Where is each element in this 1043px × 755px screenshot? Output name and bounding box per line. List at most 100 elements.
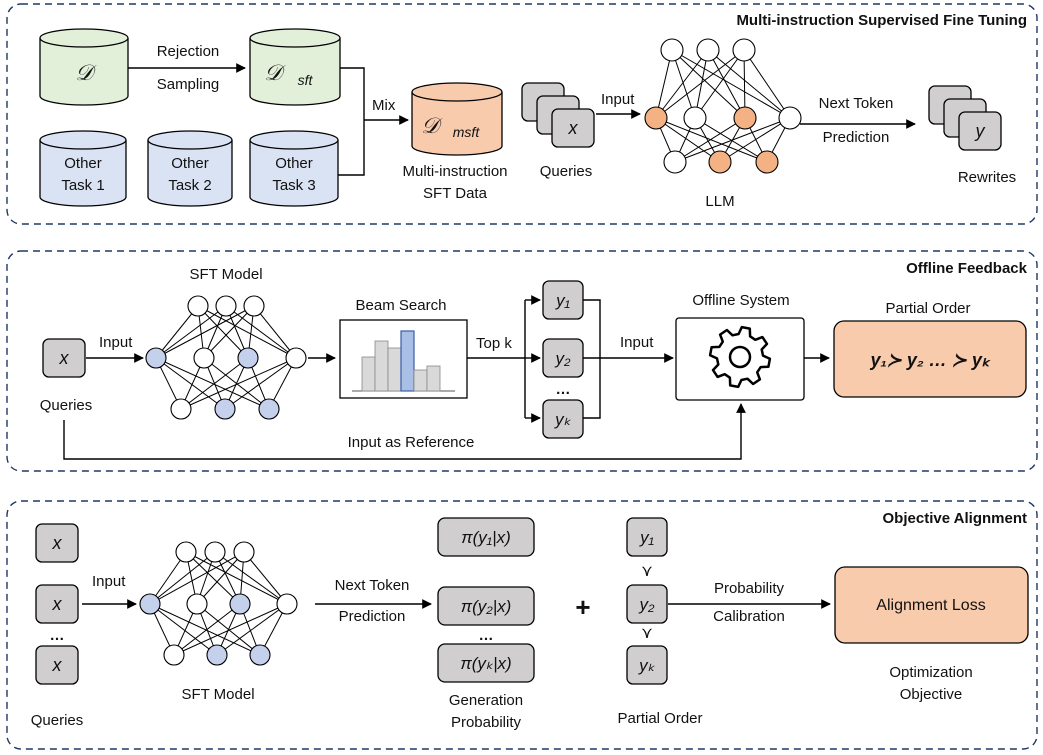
succ-sign-1: ⋎ (641, 563, 653, 580)
partial-order-expr: y₁≻ y₂ … ≻ yₖ (869, 350, 990, 370)
network-neuron (660, 38, 684, 62)
queries-label-1: Queries (540, 163, 593, 180)
prob-dots: … (479, 627, 494, 644)
query-box-2-x: x (59, 348, 70, 368)
opt-obj-label-1: Optimization (889, 664, 972, 681)
network-neuron (206, 644, 228, 666)
input-as-reference-label: Input as Reference (348, 434, 475, 451)
other-task-2-line1: Other (171, 155, 209, 172)
gear-outline (708, 325, 772, 389)
beam-bar-1 (361, 356, 376, 392)
query-box-3c (35, 645, 79, 685)
section-multi-instruction-sft: Multi-instruction Supervised Fine Tuning… (6, 3, 1038, 225)
query-box-2 (42, 338, 86, 378)
gear-icon (708, 325, 772, 389)
network-edge (180, 357, 297, 410)
network-neuron (708, 150, 732, 174)
network-edge (185, 551, 288, 605)
next-token-label-3b: Prediction (339, 608, 406, 625)
rejection-label-1: Rejection (157, 43, 220, 60)
beam-bar-2 (374, 340, 389, 392)
network-edge (180, 357, 249, 410)
other-task-1-line2: Task 1 (61, 177, 104, 194)
dataset-d-cylinder: 𝒟 (39, 28, 129, 106)
other-task-1-cylinder: Other Task 1 (39, 130, 127, 207)
prob-box-1 (437, 517, 535, 557)
prob-box-2 (437, 586, 535, 626)
query-box-3a-x: x (52, 533, 63, 553)
network-edge (155, 305, 199, 359)
network-edge (216, 603, 288, 656)
candidate-y2: y₂ (555, 349, 572, 368)
gen-prob-label-2: Probability (451, 714, 522, 731)
section2-border (6, 250, 1038, 472)
offline-system-box (675, 317, 805, 401)
sft-model-label-3: SFT Model (181, 686, 254, 703)
network-neuron (683, 106, 707, 130)
network-neuron (186, 593, 208, 615)
prob-1: π(y₁|x) (461, 528, 511, 547)
next-token-label-3a: Next Token (335, 577, 410, 594)
sft-model-label-2: SFT Model (189, 266, 262, 283)
network-edge (253, 305, 297, 359)
rewrite-stack: y (928, 85, 1002, 151)
network-edge (719, 117, 791, 163)
network-neuron (237, 347, 259, 369)
network-neuron (204, 541, 226, 563)
network-neuron (243, 295, 265, 317)
query-stack: x (521, 82, 595, 148)
succ-sign-2: ⋎ (641, 625, 653, 642)
next-token-label-1b: Prediction (823, 129, 890, 146)
gear-hub (728, 345, 752, 369)
other-task-2-line2: Task 2 (168, 177, 211, 194)
network-neuron (696, 38, 720, 62)
network-edge (149, 603, 261, 656)
network-edge (173, 603, 241, 656)
section1-title: Multi-instruction Supervised Fine Tuning (736, 12, 1027, 29)
offline-system-label: Offline System (692, 292, 789, 309)
network-edge (671, 49, 696, 119)
order-y2: y₂ (639, 595, 656, 614)
input-label-4: Input (92, 573, 126, 590)
network-edge (674, 117, 791, 163)
dataset-dsft-cylinder: 𝒟 sft (249, 28, 341, 106)
plus-sign: + (575, 592, 590, 622)
sft-network-3 (139, 541, 298, 666)
network-edge (707, 49, 746, 119)
network-edge (743, 49, 791, 119)
rejection-label-2: Sampling (157, 76, 220, 93)
prob-2: π(y₂|x) (461, 597, 512, 616)
msft-caption-1: Multi-instruction (402, 163, 507, 180)
dataset-dsft-main: 𝒟 (264, 60, 286, 85)
network-edge (655, 117, 721, 163)
network-edge (655, 49, 673, 119)
llm-network (644, 38, 802, 174)
query-box-3b-x: x (52, 594, 63, 614)
beam-bar-4 (400, 330, 415, 392)
network-edge (655, 49, 709, 119)
dataset-dmsft-sub: msft (453, 124, 481, 140)
rewrite-stack-y: y (974, 121, 986, 141)
network-edge (655, 49, 745, 119)
dataset-dmsft-cylinder: 𝒟 msft (411, 82, 503, 156)
order-y1-box (626, 517, 668, 557)
network-edge (173, 603, 288, 656)
beam-search-label: Beam Search (356, 297, 447, 314)
network-neuron (276, 593, 298, 615)
section1-border (6, 3, 1038, 225)
candidate-yk-box (542, 399, 584, 439)
gen-prob-label-1: Generation (449, 692, 523, 709)
order-yk-box (626, 645, 668, 685)
network-edge (694, 117, 768, 163)
section3-title: Objective Alignment (883, 510, 1027, 527)
query-dots-3: … (50, 627, 65, 644)
beam-bar-5 (413, 369, 428, 392)
network-neuron (663, 150, 687, 174)
network-edge (197, 305, 249, 359)
network-neuron (732, 38, 756, 62)
network-edge (155, 357, 226, 410)
network-neuron (163, 644, 185, 666)
query-box-3c-x: x (52, 655, 63, 675)
partial-order-label-2: Partial Order (885, 300, 970, 317)
llm-label: LLM (705, 193, 734, 210)
